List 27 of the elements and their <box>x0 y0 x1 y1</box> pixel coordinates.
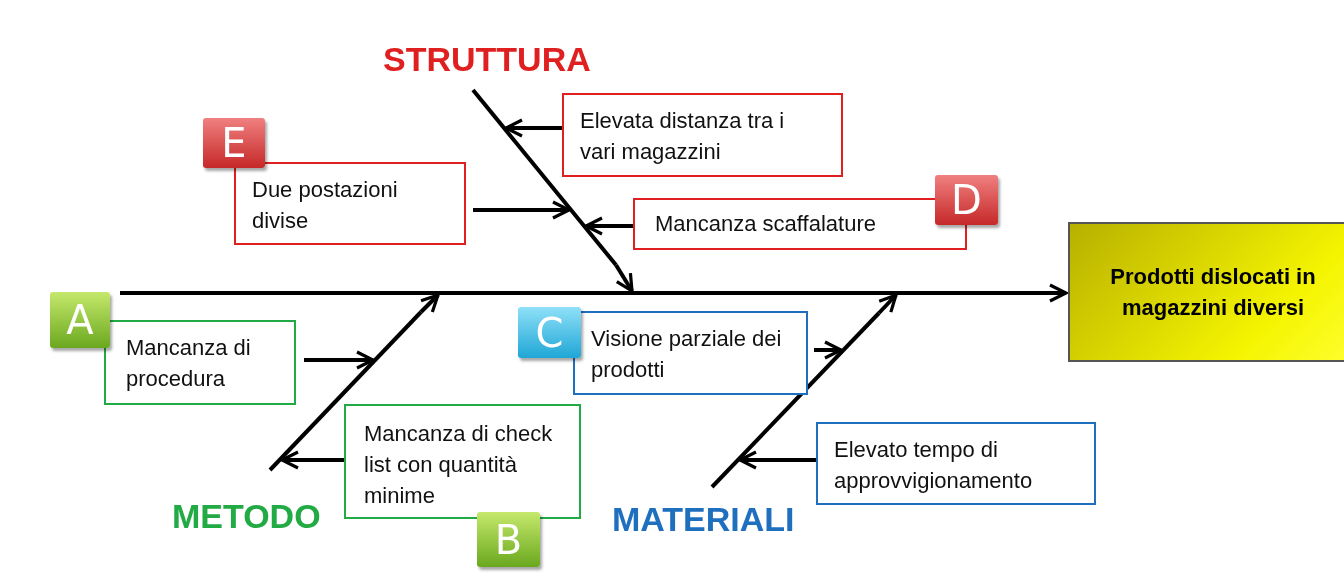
cause-box: Mancanza di check list con quantità minime <box>344 404 581 519</box>
category-label: MATERIALI <box>612 500 795 539</box>
arrow <box>738 450 816 470</box>
cause-box: Elevato tempo di approvvigionamento <box>816 422 1096 505</box>
effect-box: Prodotti dislocati in magazzini diversi <box>1068 222 1344 362</box>
arrow <box>504 118 562 138</box>
spine-line <box>118 291 1042 295</box>
cause-box: Elevata distanza tra i vari magazzini <box>562 93 843 177</box>
cause-box: Mancanza di procedura <box>104 320 296 405</box>
arrow <box>614 263 634 293</box>
category-label: METODO <box>172 497 321 536</box>
cause-box: Visione parziale dei prodotti <box>573 311 808 395</box>
arrow <box>584 216 633 236</box>
letter-badge: A <box>50 292 110 348</box>
category-label: STRUTTURA <box>383 40 591 79</box>
arrow <box>1040 283 1068 303</box>
letter-badge: C <box>518 307 581 358</box>
arrow <box>473 200 571 220</box>
arrow <box>814 340 843 360</box>
cause-box: Due postazioni divise <box>234 162 466 245</box>
arrow <box>419 293 440 314</box>
arrow <box>877 293 898 315</box>
arrow <box>280 450 344 470</box>
letter-badge: E <box>203 118 265 168</box>
letter-badge: B <box>477 512 540 567</box>
letter-badge: D <box>935 175 998 225</box>
arrow <box>304 350 375 370</box>
